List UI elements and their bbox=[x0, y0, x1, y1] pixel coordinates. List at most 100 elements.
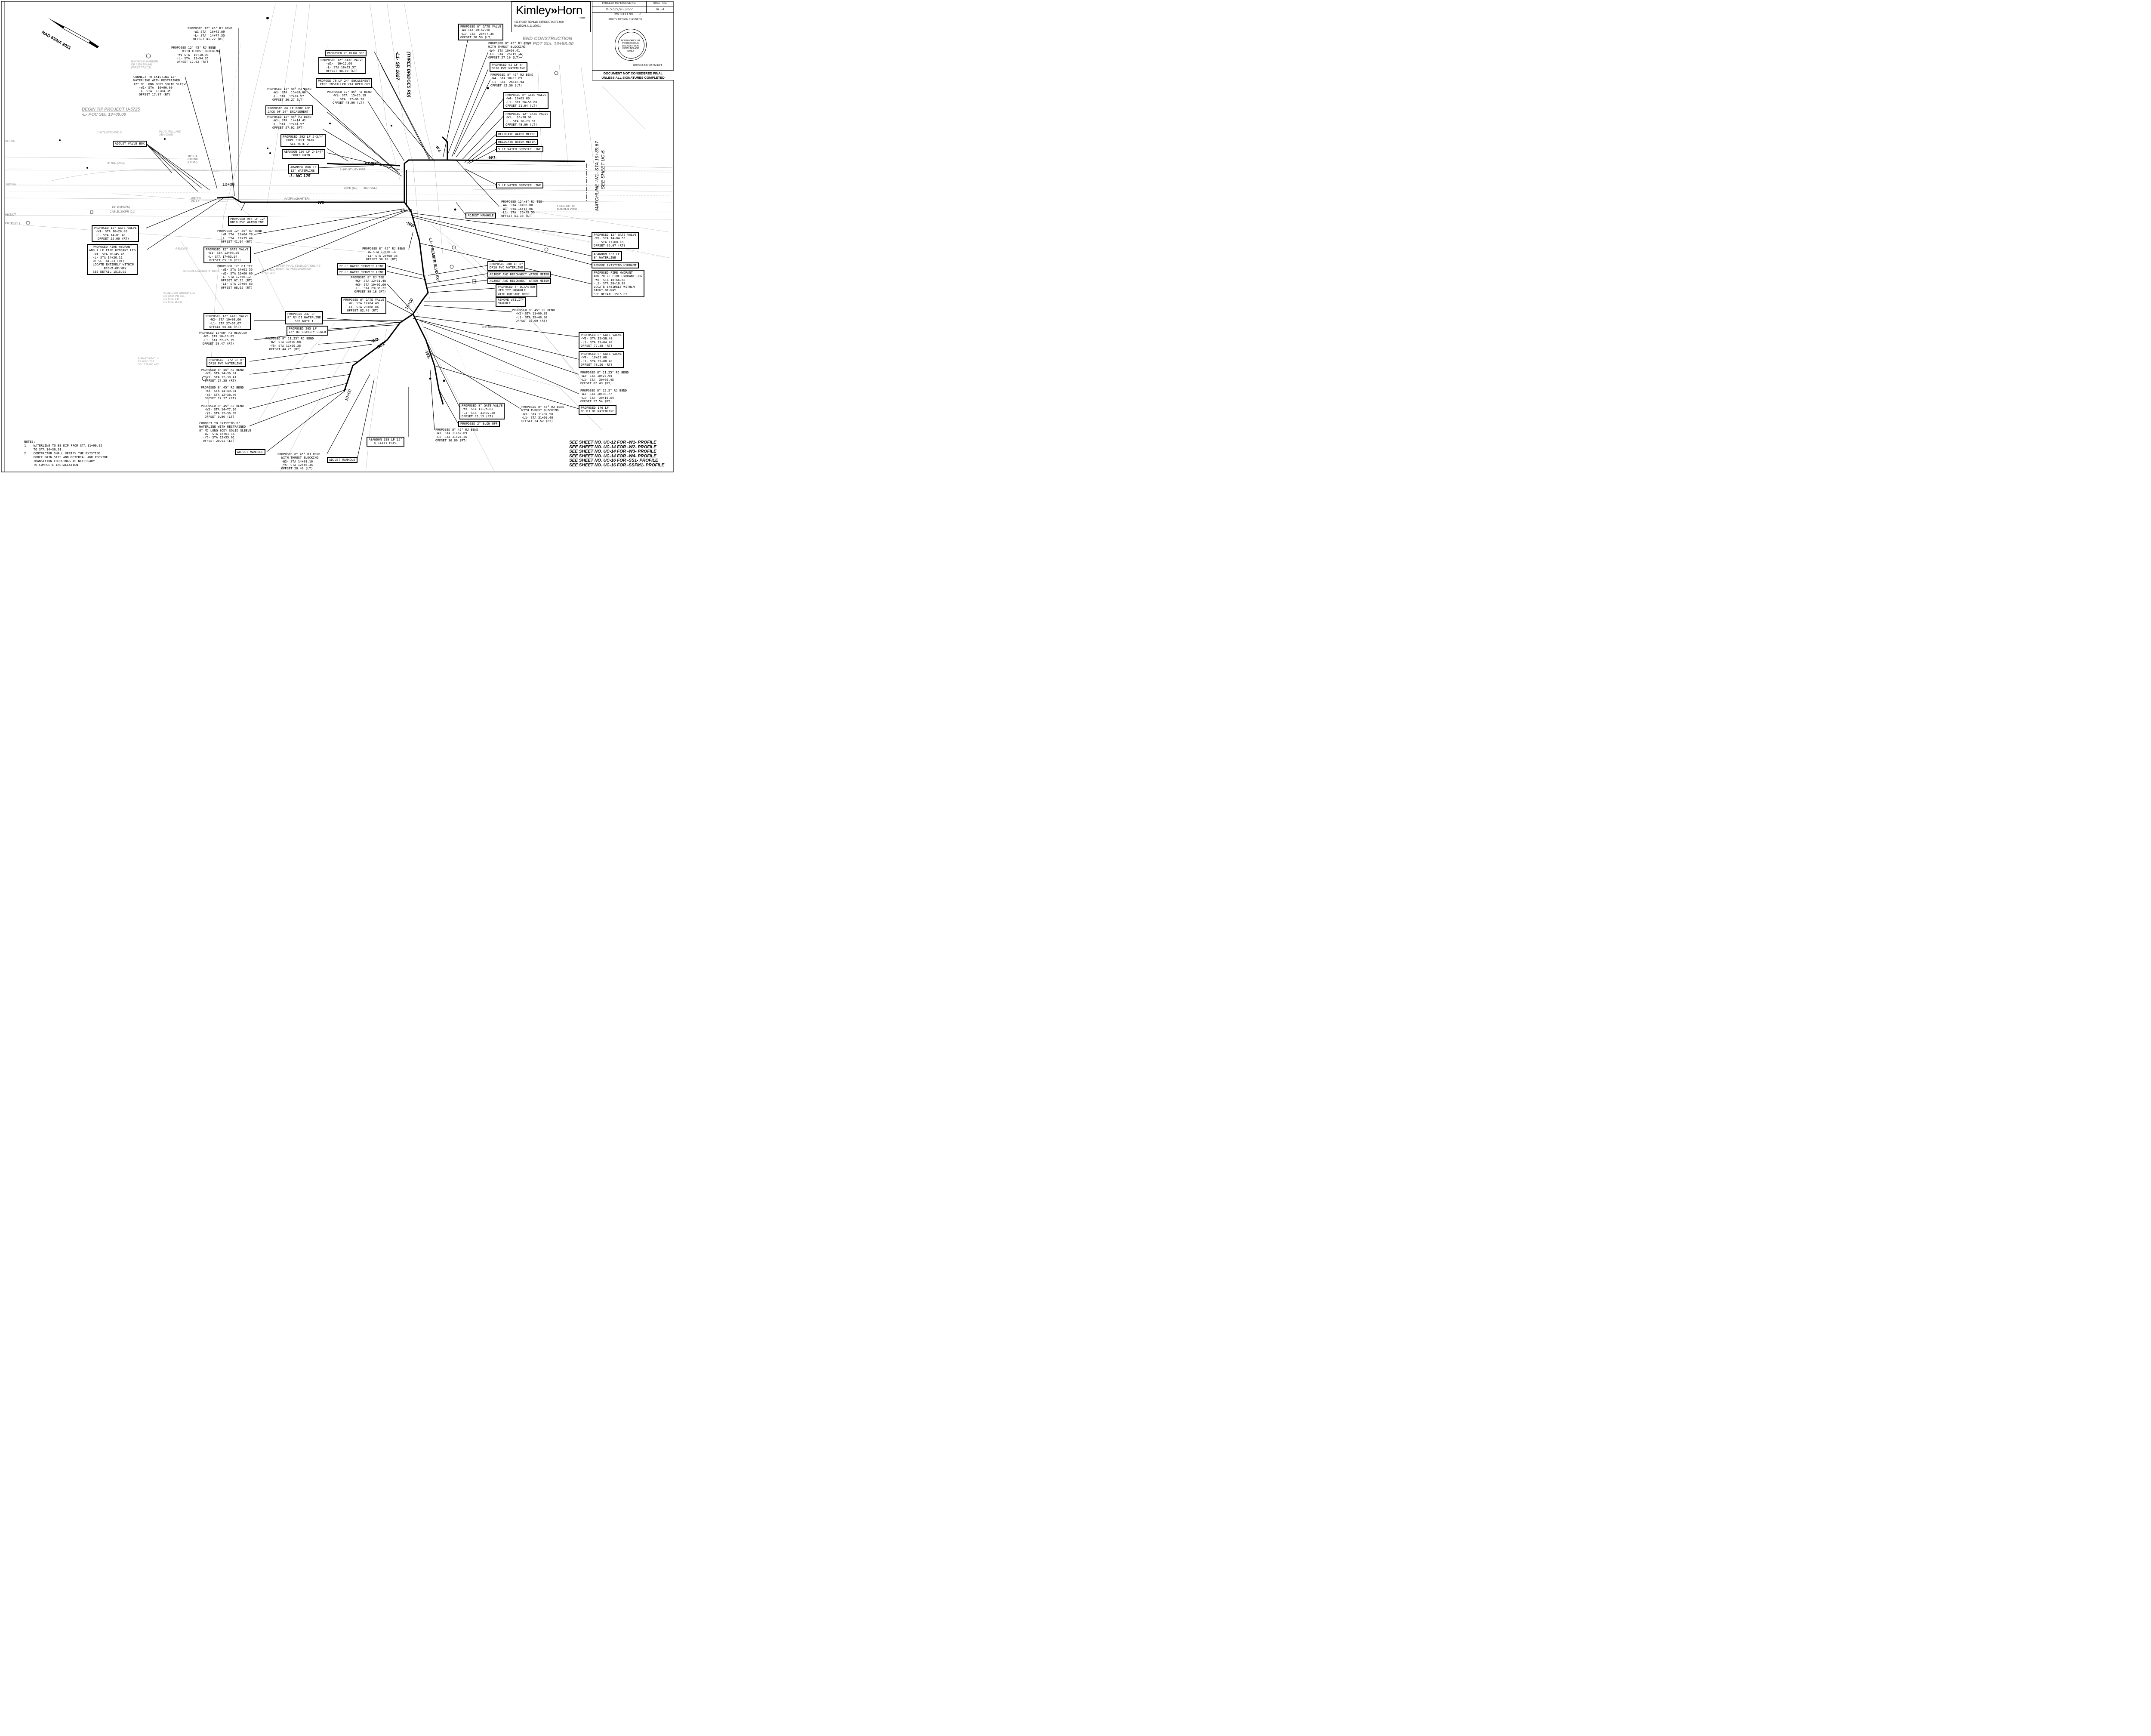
callout-reconnect-meter-1: ADJUST AND RECONNECT WATER METER bbox=[487, 271, 552, 278]
utility-plan-drawing bbox=[1, 1, 675, 472]
signature-timestamp: 8/9/2018 2:37:22 PM EDT bbox=[633, 64, 663, 67]
callout-service-line-5-a: 5 LF WATER SERVICE LINE bbox=[496, 146, 543, 153]
callout-di-waterline-176: PROPOSED 176 LF 8" RJ DI WATERLINE bbox=[579, 405, 616, 415]
callout-reconnect-meter-2: ADJUST AND RECONNECT WATER METER bbox=[487, 278, 552, 284]
callout-w1-gate-valve-16-18: PROPOSED 12" GATE VALVE -W1- 16+18.06 -L… bbox=[503, 111, 551, 128]
water-vault-label: WATER VAULT bbox=[191, 197, 201, 203]
callout-w2-bend-10-58: PROPOSED 8" 45° RJ BEND -W2 STA 10+58.14… bbox=[362, 247, 405, 261]
callout-w3-bend-11-37: PROPOSED 8" 45° RJ BEND WITH THRUST BLOC… bbox=[521, 405, 564, 423]
callout-abandon-198: ABANDON 198 LF 15" UTILITY PIPE bbox=[367, 437, 404, 447]
fiber-optic-label: FIBER OPTIC MARKER POST bbox=[557, 205, 578, 211]
callout-di-waterline-237: PROPOSED 237 LF 8" RJ DI WATERLINE SEE N… bbox=[285, 311, 323, 324]
callout-w2-gate-valve-12-58: PROPOSED 8" GATE VALVE -W2- STA 12+58.48… bbox=[579, 332, 624, 349]
project-ref-label: PROJECT REFERENCE NO. bbox=[592, 1, 647, 6]
callout-service-line-5-b: 5 LF WATER SERVICE LINE bbox=[496, 182, 543, 189]
callout-connect-existing-8: CONNECT TO EXISTING 8" WATERLINE WITH RE… bbox=[199, 421, 252, 443]
callout-rj-tee-w4: PROPOSED 12"x8" RJ TEE- -W4- STA 10+00.0… bbox=[501, 200, 544, 218]
overton-label: OVERTON 37 PG 401 bbox=[262, 269, 275, 275]
callout-waterline-62: PROPOSED 62 LF 8" DR18 PVC WATERLINE bbox=[490, 62, 527, 72]
callout-w2-bend-14-36: PROPOSED 8" 45° RJ BEND -W2- STA 14+36.9… bbox=[201, 368, 244, 382]
callout-w2-gate-valve-12-64: PROPOSED 8" GATE VALVE -W2- STA 12+64.48… bbox=[341, 297, 387, 314]
road-label-sr1627: -L1- SR 1627 bbox=[395, 52, 400, 80]
incdot-label: INCDOT bbox=[5, 213, 16, 216]
logo-name: Kimley bbox=[516, 3, 551, 17]
utility-engineer-label: UTILITY DESIGN ENGINEER bbox=[608, 19, 642, 21]
callout-rj-reducer: PROPOSED 12"x8" RJ REDUCER -W2- STA 10+1… bbox=[199, 331, 247, 345]
reference-block: PROJECT REFERENCE NO. SHEET NO. U-5725/R… bbox=[592, 1, 674, 70]
callout-rj-tee-w1-w2: PROPOSED 12" RJ TEE -W1- STA 14+01.55 -W… bbox=[217, 264, 253, 290]
callout-blow-off-top: PROPOSED 2" BLOW OFF bbox=[325, 50, 367, 57]
callout-w1-bend-10-42: PROPOSED 12" 45° RJ BEND -W1 STA 10+42.8… bbox=[188, 26, 232, 41]
callout-service-line-77-a: 77 LF WATER SERVICE LINE bbox=[337, 263, 386, 270]
callout-w1-gate-valve-14-04: PROPOSED 12" GATE VALVE -W1- STA 14+04.5… bbox=[592, 232, 639, 249]
callout-w2-bend-14-77: PROPOSED 8" 45° RJ BEND -W2- STA 14+77.1… bbox=[201, 404, 244, 419]
callout-adjust-valve-box: ADJUST VALVE BOX bbox=[113, 141, 147, 147]
rw-sheet-label: R/W SHEET NO. bbox=[614, 13, 634, 16]
see-sheet-ss1: SEE SHEET NO. UC-16 FOR -SS1- PROFILE bbox=[569, 458, 658, 463]
parcel-label-blue-dog: BLUE DOG GROUP, LLC DB 2444 PG 151 PC 6 … bbox=[163, 292, 195, 304]
di-hcpu-label: 16" DI (HCPU) bbox=[112, 206, 130, 209]
general-notes: NOTES: 1. WATERLINE TO BE DIP FROM STA 1… bbox=[24, 440, 108, 467]
callout-w1-bend-15-08: PROPOSED 12" 45° RJ BEND -W1- STA 15+08.… bbox=[267, 87, 311, 102]
see-sheet-w3: SEE SHEET NO. UC-14 FOR -W3- PROFILE bbox=[569, 449, 656, 454]
professional-seal-icon: NORTH CAROLINA PROFESSIONAL ENGINEER SEA… bbox=[615, 29, 647, 61]
road-label-nc125: -L- NC 125 bbox=[289, 174, 311, 179]
parcel-label-adinath: ADINATH INC. III PB 6 PG 20P DB 1726 PG … bbox=[138, 357, 160, 366]
after-final-label: AFTER FINAL STABILIZATION, RE BASIN TO P… bbox=[276, 265, 320, 271]
remove-label: REMOVE bbox=[176, 247, 188, 250]
callout-w1-bend-14-14: PROPOSED 12" 45° RJ BEND -W1- STA 14+14.… bbox=[267, 115, 311, 130]
matchline-sheet-label: SEE SHEET UC-5 bbox=[601, 150, 606, 189]
line-label-w1: -W1- bbox=[316, 200, 326, 205]
rw-sheet-value: 4 bbox=[639, 13, 641, 16]
callout-gate-valve-16-12: PROPOSED 12" GATE VALVE -W1- 16+12.06 -L… bbox=[318, 57, 366, 74]
callout-remove-manhole: REMOVE UTILITY MANHOLE bbox=[496, 297, 526, 307]
final-notice-line-2: UNLESS ALL SIGNATURES COMPLETED bbox=[601, 76, 665, 80]
callout-force-main-202: PROPOSED 202 LF 2-3/4" HDPE FORCE MAIN S… bbox=[280, 134, 326, 147]
callout-abandon-806: ABANDON 806 LF 12" WATERLINE bbox=[288, 164, 319, 174]
sheet-border bbox=[1, 1, 674, 472]
callout-waterline-954: PROPOSED 954 LF 12" DR18 PVC WATERLINE bbox=[228, 216, 268, 226]
leader-lines bbox=[146, 28, 592, 460]
final-notice-line-1: DOCUMENT NOT CONSIDERED FINAL bbox=[603, 71, 663, 75]
callout-w3-gate-valve-10-02: PROPOSED 8" GATE VALVE -W3- 10+02.00 -L1… bbox=[579, 351, 624, 368]
optic-label: OPTIC (CL) bbox=[5, 222, 20, 225]
callout-abandon-537: ABANDON 537 LF 8" WATERLINE bbox=[592, 251, 622, 261]
cable-25pr-label: 25PR (CL) bbox=[344, 187, 357, 190]
callout-waterline-200: PROPOSED 200 LF 8" DR18 PVC WATERLINE bbox=[487, 261, 525, 271]
callout-blow-off-bottom: PROPOSED 2" BLOW OFF bbox=[458, 421, 500, 427]
profile-references: SEE SHEET NO. UC-12 FOR -W1- PROFILE SEE… bbox=[569, 440, 664, 468]
callout-utility-manhole: PROPOSED 4" DIAMETER UTILITY MANHOLE WIT… bbox=[496, 284, 537, 297]
callout-rj-tee-w2-w3: PROPOSED 8" RJ TEE -W2- STA 12+61.48 -W3… bbox=[351, 275, 386, 294]
sheet-no-label: SHEET NO. bbox=[647, 1, 674, 6]
see-sheet-w4: SEE SHEET NO. UC-14 FOR -W4- PROFILE bbox=[569, 453, 656, 459]
station-10-00: 10+00 bbox=[222, 182, 235, 187]
callout-w1-bend-15-25: PROPOSED 12" 45° RJ BEND -W1- STA 15+25.… bbox=[327, 90, 372, 105]
aatfi-label: (AATFI) (CHARTER) bbox=[284, 197, 310, 200]
callout-w1-bend-13-64: PROPOSED 12" 45° RJ BEND -W1 STA 13+64.7… bbox=[217, 229, 262, 244]
logo-name-2: Horn bbox=[557, 3, 582, 17]
callout-w2-bend-13-30: PROPOSED 8" 11.25° RJ BEND -W2- STA 13+3… bbox=[265, 336, 314, 351]
callout-service-line-77-b: 77 LF WATER SERVICE LINE bbox=[337, 269, 386, 276]
address-line-2: RALEIGH, N.C. 27601 bbox=[514, 25, 541, 28]
callout-w2-bend-14-91: PROPOSED 8" 45° RJ BEND WITH THRUST BLOC… bbox=[277, 452, 320, 471]
plug-fill-label: PLUG, FILL, AND ABANDON bbox=[159, 130, 182, 136]
address-line-1: 421 FAYETTEVILLE STREET, SUITE 600 bbox=[514, 21, 564, 24]
end-construction-station: -L1- POT Sta. 10+88.00 bbox=[523, 41, 574, 46]
callout-w4-bend-10-10: PROPOSED 8" 45° RJ BEND -W4- STA 10+10.6… bbox=[490, 73, 533, 87]
proposed-waterline bbox=[217, 136, 586, 405]
six-inch-steel-label: 6" STL (PNG) bbox=[108, 162, 125, 165]
special-lateral-label: SPECIAL LATERAL 'V' DITCH bbox=[183, 270, 221, 273]
line-label-ssfm1: -SSFM1- bbox=[363, 162, 380, 167]
logo-arrows-icon: » bbox=[551, 3, 558, 17]
seal-text: NORTH CAROLINA PROFESSIONAL ENGINEER SEA… bbox=[621, 40, 641, 52]
callout-remove-hydrant: REMOVE EXISTING HYDRANT bbox=[592, 262, 639, 269]
see-sheet-w1: SEE SHEET NO. UC-12 FOR -W1- PROFILE bbox=[569, 440, 656, 445]
begin-tip-station: -L- POC Sta. 13+00.00 bbox=[82, 112, 126, 117]
callout-waterline-172: PROPOSED 172 LF 8" DR18 PVC WATERLINE bbox=[206, 357, 247, 367]
callout-w2-bend-14-49: PROPOSED 8" 45° RJ BEND -W2- STA 14+49.8… bbox=[201, 385, 244, 400]
cultivated-field-label: CULTIVATED FIELD bbox=[97, 131, 123, 134]
callout-w4-bend-10-50: PROPOSED 8" 45° RJ BEND WITH THRUST BLOC… bbox=[488, 41, 531, 60]
callout-adjust-manhole-top: ADJUST MANHOLE bbox=[465, 213, 496, 219]
final-notice: DOCUMENT NOT CONSIDERED FINAL UNLESS ALL… bbox=[592, 70, 674, 80]
project-ref-value: U-5725/R-3822 bbox=[592, 6, 647, 13]
